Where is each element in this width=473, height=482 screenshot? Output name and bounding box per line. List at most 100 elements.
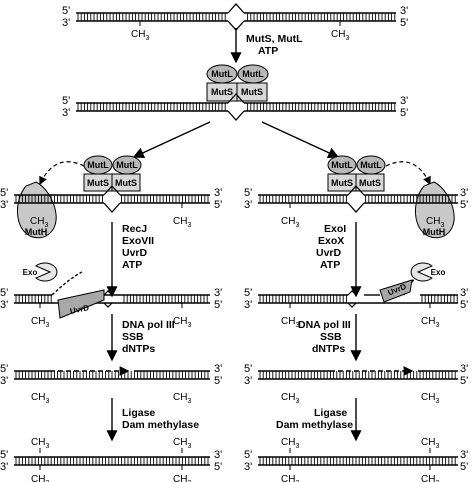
dna-duplex [76,3,396,31]
mutl-label: MutL [331,160,353,170]
mutl-label: MutL [211,69,233,79]
strand-end-label: 3' [460,287,468,299]
muts-label: MutS [211,87,233,97]
step-label: MutS, MutL [246,33,303,45]
dna-row-2: 5' 3' 3' 5' [62,93,408,121]
strand-end-label: 5' [214,375,222,387]
mutl-label: MutL [116,160,138,170]
uvrd-label: UvrD [69,303,90,316]
methyl-label: CH3 [331,29,349,42]
methyl-label: CH3 [30,216,48,229]
methyl-label: CH3 [31,437,49,450]
strand-end-label: 3' [0,299,8,311]
strand-end-label: 5' [244,187,252,199]
left-muth-complex: MutL MutL MutS MutS MutH [16,155,142,239]
strand-end-label: 3' [0,199,8,211]
methyl-label: CH3 [173,437,191,450]
strand-end-label: 3' [460,187,468,199]
methyl-label: CH3 [421,437,439,450]
excised-strand [51,271,83,296]
dna-row-4-left: 5' 3' 3' 5' CH3 CH3 Exo UvrD [0,262,222,329]
muts-protein [236,82,268,102]
methyl-label: CH3 [281,216,299,229]
exo-protein [35,262,58,282]
dna-duplex [258,185,458,213]
muts-label: MutS [115,178,137,188]
mutl-label: MutL [360,160,382,170]
mutl-label: MutL [87,160,109,170]
muth-protein [16,181,57,239]
strand-end-label: 3' [460,449,468,461]
strand-end-label: 5' [214,199,222,211]
strand-end-label: 3' [244,375,252,387]
methyl-label: CH3 [173,216,191,229]
exo-label: Exo [431,268,446,277]
step-label: UvrD [316,247,342,259]
dna-duplex [76,93,396,121]
dna-duplex [14,185,210,213]
strand-end-label: 5' [0,187,8,199]
strand-end-label: 5' [0,449,8,461]
step-label: ATP [122,259,142,271]
step-label: SSB [320,331,342,343]
dna-row-5-left: 5' 3' 3' 5' CH3 CH3 [0,363,222,405]
muth-label: MutH [423,227,446,237]
muts-label: MutS [331,178,353,188]
strand-end-label: 5' [62,95,70,107]
strand-end-label: 5' [460,299,468,311]
methyl-label: CH3 [173,474,191,482]
strand-end-label: 3' [62,107,70,119]
muts-mutl-complex: MutL MutL MutS MutS [206,64,269,102]
strand-end-label: 3' [400,5,408,17]
methyl-label: CH3 [131,29,149,42]
signal-arrow [385,161,431,186]
branch-arrow-right [261,121,340,158]
muth-protein [414,181,455,239]
strand-end-label: 5' [0,363,8,375]
strand-end-label: 3' [244,199,252,211]
branch-arrow-left [132,121,211,158]
dna-duplex [14,456,210,466]
dna-row-6-left: CH3 CH3 5' 3' 3' 5' CH3 CH3 [0,437,222,482]
strand-end-label: 5' [62,5,70,17]
step-label: RecJ [122,223,147,235]
exo-label: Exo [23,268,38,277]
strand-end-label: 5' [460,199,468,211]
step-label: DNA pol III [122,319,175,331]
exo-protein [410,262,433,282]
muts-protein [355,173,385,192]
methyl-label: CH3 [421,316,439,329]
strand-end-label: 3' [214,287,222,299]
muts-label: MutS [241,87,263,97]
step-label: Dam methylase [122,419,199,431]
step-label: UvrD [122,247,148,259]
step-label: Dam methylase [276,419,353,431]
strand-end-label: 5' [214,299,222,311]
step-label: Ligase [314,407,347,419]
strand-end-label: 5' [400,107,408,119]
methyl-label: CH3 [31,392,49,405]
strand-end-label: 3' [460,363,468,375]
methyl-label: CH3 [281,392,299,405]
methyl-label: CH3 [421,392,439,405]
strand-end-label: 5' [244,287,252,299]
methyl-label: CH3 [426,216,444,229]
strand-end-label: 3' [214,363,222,375]
strand-end-label: 5' [460,375,468,387]
strand-end-label: 3' [0,461,8,473]
strand-end-label: 5' [244,449,252,461]
dna-row-3-left: 5' 3' 3' 5' CH3 CH3 [0,185,222,229]
uvrd-protein [57,289,105,319]
dna-row-3-right: 5' 3' 3' 5' CH3 CH3 [244,185,468,229]
step-label: dNTPs [122,343,155,355]
step-label: ExoX [318,235,344,247]
signal-arrow [39,161,85,186]
methyl-label: CH3 [31,474,49,482]
step-label: Ligase [122,407,155,419]
step-label: ExoVII [122,235,154,247]
strand-end-label: 5' [460,461,468,473]
strand-end-label: 5' [0,287,8,299]
step-label: DNA pol III [298,319,351,331]
muts-label: MutS [87,178,109,188]
